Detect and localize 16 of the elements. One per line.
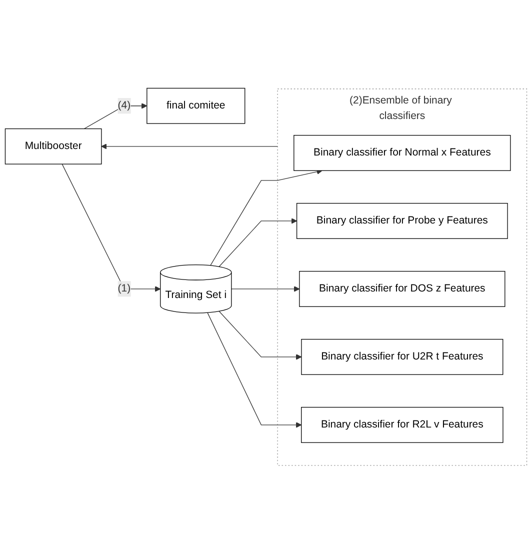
arrow: [101, 143, 278, 149]
node-box: Binary classifier for Normal x Features: [294, 134, 511, 171]
arrow: [207, 312, 302, 428]
node-box: Binary classifier for Probe y Features: [296, 202, 508, 239]
node-box: Binary classifier for R2L v Features: [301, 406, 504, 443]
arrow: [218, 218, 298, 267]
node-box: Multibooster: [4, 128, 102, 164]
arrow: [62, 163, 161, 292]
edge-label: (4): [118, 100, 131, 111]
arrow: [218, 310, 302, 360]
node-box: Binary classifier for DOS z Features: [299, 270, 506, 307]
node-box: final comitee: [146, 88, 246, 124]
edge-label: (1): [118, 282, 131, 294]
arrow: [210, 168, 322, 266]
arrow: [231, 286, 300, 292]
node-box: Binary classifier for U2R t Features: [301, 338, 504, 375]
